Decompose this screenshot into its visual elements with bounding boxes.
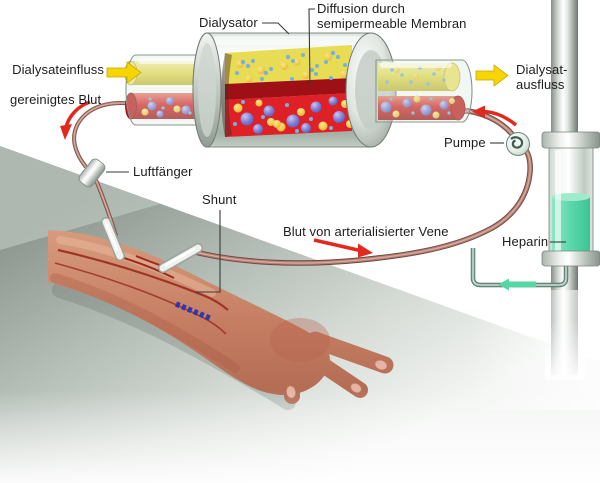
label-diffusion-line2: semipermeable Membran (317, 16, 467, 31)
dialysate-particles (235, 50, 348, 83)
label-heparin: Heparin (502, 234, 549, 249)
blood-pump (506, 132, 530, 156)
heparin-burette (541, 131, 600, 267)
label-diffusion: Diffusion durch semipermeable Membran (317, 1, 467, 31)
label-dialysateinfluss: Dialysateinfluss (12, 62, 104, 77)
middle-finger (300, 347, 368, 398)
burette-top-cap (541, 131, 600, 149)
dialyzer (124, 32, 473, 148)
shunt-marker (174, 301, 214, 322)
label-luftfaenger: Luftfänger (133, 164, 193, 179)
pump-rotor (510, 136, 524, 149)
label-dialysator: Dialysator (199, 15, 258, 30)
dialyzer-chamber (221, 45, 354, 137)
index-finger (306, 331, 394, 374)
arm-vessels (54, 248, 229, 335)
blood-particles (233, 96, 354, 134)
label-dialysatausfluss-line1: Dialysat- (516, 62, 568, 77)
clean-blood-arrow-icon (60, 100, 91, 140)
right-fade (470, 290, 600, 410)
air-trap (78, 158, 106, 188)
dialysate-compartment (225, 45, 352, 84)
blood-to-dialyzer-arrow-icon (472, 105, 518, 127)
dialysate-outflow-arrow-icon (475, 64, 509, 87)
label-diffusion-line1: Diffusion durch (317, 1, 405, 16)
heparin-flow-arrow-icon (498, 278, 536, 291)
label-shunt: Shunt (202, 192, 237, 207)
fingernail (374, 359, 388, 371)
label-dialysatausfluss-line2: ausfluss (516, 77, 565, 92)
cannulas (101, 217, 203, 273)
blood-particles-right (380, 95, 455, 119)
dialyzer-left-port (124, 54, 212, 126)
leader-lines (106, 8, 566, 293)
label-dialysatausfluss: Dialysat- ausfluss (516, 62, 567, 92)
venous-blood-tube (194, 108, 533, 266)
label-pumpe: Pumpe (444, 135, 486, 150)
dialyzer-right-port (375, 59, 473, 123)
label-blut-vene: Blut von arterialisierter Vene (283, 224, 449, 239)
label-gereinigtes-blut: gereinigtes Blut (10, 92, 102, 107)
semipermeable-membrane (225, 78, 352, 100)
burette-bottom-cap (541, 250, 600, 267)
venous-blood-arrow-icon (313, 238, 373, 258)
dialysate-inflow-arrow-icon (106, 61, 142, 84)
